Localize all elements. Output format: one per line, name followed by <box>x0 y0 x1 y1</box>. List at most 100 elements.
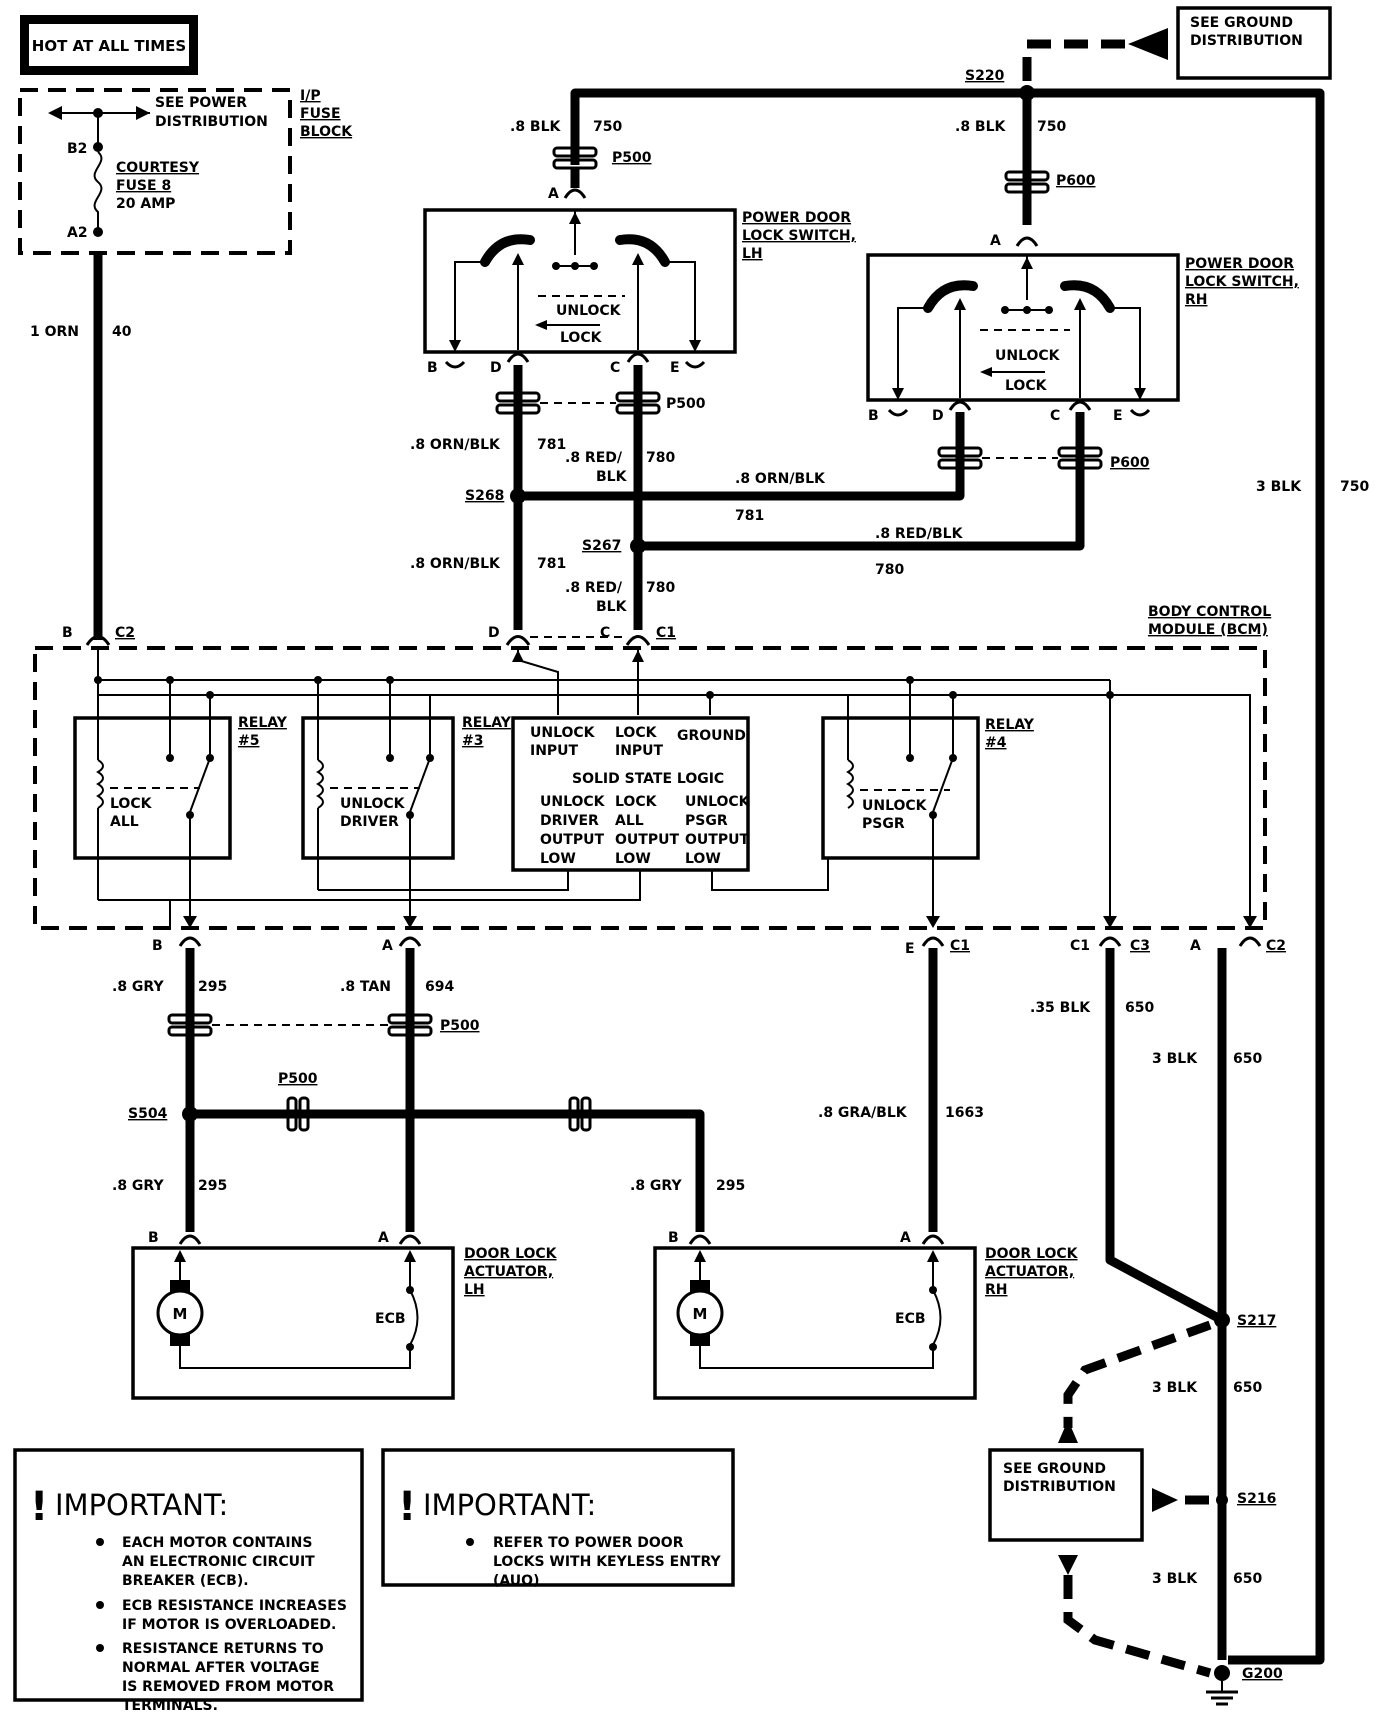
wire-781-b-circuit: 781 <box>537 556 566 572</box>
ground-g200-dot <box>1214 1665 1230 1681</box>
hot-at-all-times-box: HOT AT ALL TIMES <box>20 15 198 75</box>
switch-lh-pin-b: B <box>427 360 438 376</box>
switch-rh-contact-left <box>923 280 978 313</box>
wire-780-a-circuit: 780 <box>646 450 675 466</box>
relay-3 <box>301 716 455 860</box>
relay4-coil-icon <box>846 759 854 809</box>
important-1-b3-3: IS REMOVED FROM MOTOR <box>122 1679 334 1695</box>
hot-label: HOT AT ALL TIMES <box>32 37 186 55</box>
relay5-coil2: ALL <box>110 814 139 830</box>
wire-650-c-circuit: 650 <box>1233 1380 1262 1396</box>
splice-s267: S267 <box>582 538 621 554</box>
relay3-title1: RELAY <box>462 715 512 731</box>
actuator-rh: B A DOOR LOCK ACTUATOR, RH M ECB <box>653 1230 1079 1400</box>
relay4-title1: RELAY <box>985 717 1035 733</box>
ground-dashed-lead <box>1022 39 1125 93</box>
wire-694-gauge: .8 TAN <box>340 979 391 995</box>
ground-g200: G200 <box>1206 1665 1283 1706</box>
logic-unlock-input2: INPUT <box>530 743 579 759</box>
relay5-coil1: LOCK <box>110 796 153 812</box>
top-ground-ref: SEE GROUND DISTRIBUTION <box>1022 6 1332 93</box>
pin-a-rh-icon <box>1015 236 1039 247</box>
splice-s216: S216 <box>1237 1491 1276 1507</box>
actuator-rh-ecb: ECB <box>895 1311 926 1327</box>
important-note-2: ! IMPORTANT: REFER TO POWER DOOR LOCKS W… <box>381 1448 735 1589</box>
wire-780-a-gauge1: .8 RED/ <box>565 450 623 466</box>
wire-694-circuit: 694 <box>425 979 454 995</box>
logic-o3-1: UNLOCK <box>685 794 751 810</box>
fuse-block: SEE POWER DISTRIBUTION I/P FUSE BLOCK B2… <box>18 88 353 255</box>
warning-icon-1: ! <box>30 1484 48 1530</box>
bottom-pin-a2: A <box>1190 938 1201 954</box>
fuse-rating: 20 AMP <box>116 196 175 212</box>
wire-780-horizontal <box>638 455 1085 551</box>
connector-p500-inline1: P500 <box>278 1071 318 1132</box>
switch-lh: POWER DOOR LOCK SWITCH, LH UNLOCK LOCK B… <box>423 208 856 376</box>
connector-p600-label: P600 <box>1056 173 1096 189</box>
splice-s268: S268 <box>465 488 504 504</box>
bcm-title2: MODULE (BCM) <box>1148 622 1268 638</box>
switch-lh-title1: POWER DOOR <box>742 210 851 226</box>
switch-rh-title2: LOCK SWITCH, <box>1185 274 1299 290</box>
actuator-lh-pin-b: B <box>148 1230 159 1246</box>
wire-750-main-circuit: 750 <box>1340 479 1369 495</box>
important-2-b1-1: REFER TO POWER DOOR <box>493 1535 684 1551</box>
ground-ref-arrow-up-icon <box>1058 1420 1078 1443</box>
connector-p500-bottom: P500 <box>167 1013 480 1037</box>
logic-o2-2: ALL <box>615 813 644 829</box>
actuator-rh-title2: ACTUATOR, <box>985 1264 1074 1280</box>
splice-s504: S504 <box>128 1106 168 1122</box>
relay3-coil-icon <box>316 759 324 809</box>
actuator-lh-title1: DOOR LOCK <box>464 1246 558 1262</box>
bottom-pin-e: E <box>905 941 915 957</box>
switch-lh-pin-d: D <box>490 360 502 376</box>
fuse-pin-b2-dot <box>93 142 103 152</box>
wire-781-h-gauge: .8 ORN/BLK <box>735 471 826 487</box>
wire-650-a-circuit: 650 <box>1125 1000 1154 1016</box>
fuse-name1: COURTESY <box>116 160 200 176</box>
bcm-pin-b: B <box>62 625 73 641</box>
important-1-b3-4: TERMINALS. <box>122 1698 218 1714</box>
bottom-pin-a: A <box>382 938 393 954</box>
wire-295-b-circuit: 295 <box>198 1178 227 1194</box>
ground-dashed-g200 <box>1063 1575 1212 1678</box>
bcm-pin-c: C <box>600 625 610 641</box>
connector-p500-inline-label: P500 <box>278 1071 318 1087</box>
switch-rh-title3: RH <box>1185 292 1208 308</box>
switch-rh-contact-right <box>1060 280 1115 313</box>
switch-lh-lock: LOCK <box>560 330 603 346</box>
wire-650-b-gauge: 3 BLK <box>1152 1051 1198 1067</box>
wire-750-rh-gauge: .8 BLK <box>955 119 1007 135</box>
wire-1663-gauge: .8 GRA/BLK <box>818 1105 908 1121</box>
actuator-lh-title3: LH <box>464 1282 485 1298</box>
switch-lh-pin-a: A <box>548 186 559 202</box>
actuator-lh-motor: M <box>173 1305 188 1323</box>
ground-ref-arrow-down-icon <box>1058 1555 1078 1575</box>
important-1-b1-3: BREAKER (ECB). <box>122 1573 249 1589</box>
connector-p600-mid-label: P600 <box>1110 455 1150 471</box>
ground-arrow-icon <box>1128 28 1168 60</box>
actuator-rh-title1: DOOR LOCK <box>985 1246 1079 1262</box>
switch-lh-title3: LH <box>742 246 763 262</box>
wire-780-h-circuit: 780 <box>875 562 904 578</box>
see-power-line1: SEE POWER <box>155 95 247 111</box>
relay3-coil1: UNLOCK <box>340 796 406 812</box>
wire-750-main-gauge: 3 BLK <box>1256 479 1302 495</box>
ground-ref-line1: SEE GROUND <box>1003 1461 1106 1477</box>
logic-o2-4: LOW <box>615 851 651 867</box>
wire-295-a-gauge: .8 GRY <box>112 979 164 995</box>
important-2-b1-2: LOCKS WITH KEYLESS ENTRY <box>493 1554 721 1570</box>
logic-title: SOLID STATE LOGIC <box>572 771 724 787</box>
relay3-title2: #3 <box>462 733 483 749</box>
important-1-b1-1: EACH MOTOR CONTAINS <box>122 1535 312 1551</box>
wire-781-a-circuit: 781 <box>537 437 566 453</box>
logic-o1-2: DRIVER <box>540 813 599 829</box>
logic-o1-3: OUTPUT <box>540 832 604 848</box>
important-1-b2-2: IF MOTOR IS OVERLOADED. <box>122 1617 336 1633</box>
actuator-lh-pin-a: A <box>378 1230 389 1246</box>
fuse-block-title3: BLOCK <box>300 124 353 140</box>
important-1-b3-2: NORMAL AFTER VOLTAGE <box>122 1660 320 1676</box>
splice-s217-dot <box>1214 1312 1230 1328</box>
wire-650-d-gauge: 3 BLK <box>1152 1571 1198 1587</box>
fuse-pin-b2: B2 <box>67 141 87 157</box>
